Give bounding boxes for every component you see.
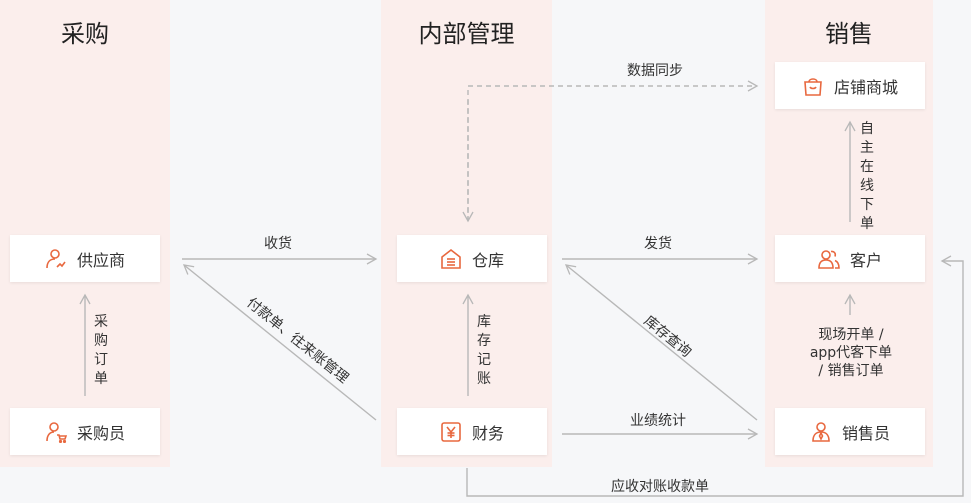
edge-payment <box>182 264 377 421</box>
node-warehouse: 仓库 <box>397 235 547 282</box>
label-receivables: 应收对账收款单 <box>611 479 709 495</box>
label-purchase-order: 采购订单 <box>94 314 108 387</box>
edge-data-sync <box>467 80 759 221</box>
edge-stock-query <box>564 264 758 421</box>
yuan-icon <box>441 421 461 442</box>
label-sales-order-line2: app代客下单 <box>809 345 893 361</box>
label-receive-goods: 收货 <box>264 236 292 252</box>
label-self-order: 自主在线下单 <box>860 121 874 232</box>
node-customer: 客户 <box>775 235 925 282</box>
node-finance-label: 财务 <box>471 423 504 443</box>
person-tie-icon <box>812 421 830 442</box>
group-icon <box>818 249 840 269</box>
node-supplier: 供应商 <box>10 235 160 282</box>
node-salesperson: 销售员 <box>775 408 925 455</box>
node-store: 店铺商城 <box>775 62 925 109</box>
column-internal: 内部管理 <box>381 0 552 467</box>
label-data-sync: 数据同步 <box>627 63 683 79</box>
node-finance: 财务 <box>397 408 547 455</box>
node-buyer: 采购员 <box>10 408 160 455</box>
node-warehouse-label: 仓库 <box>471 250 504 270</box>
column-title-internal: 内部管理 <box>418 20 515 48</box>
node-store-label: 店铺商城 <box>833 77 898 97</box>
node-salesperson-label: 销售员 <box>841 423 890 443</box>
edge-receivables <box>466 255 964 497</box>
label-ship-goods: 发货 <box>644 236 672 252</box>
column-title-sales: 销售 <box>825 20 873 48</box>
warehouse-icon <box>441 248 461 269</box>
person-chart-icon <box>46 248 66 268</box>
label-sales-order-line1: 现场开单 / <box>818 327 884 343</box>
label-performance: 业绩统计 <box>630 413 686 429</box>
shopping-bag-icon <box>804 77 822 96</box>
label-sales-order-line3: / 销售订单 <box>818 363 884 379</box>
node-customer-label: 客户 <box>849 250 882 270</box>
node-supplier-label: 供应商 <box>76 250 125 270</box>
label-stock-record: 库存记账 <box>477 314 491 387</box>
person-cart-icon <box>46 421 67 443</box>
column-title-purchase: 采购 <box>61 20 109 48</box>
node-buyer-label: 采购员 <box>76 423 125 443</box>
